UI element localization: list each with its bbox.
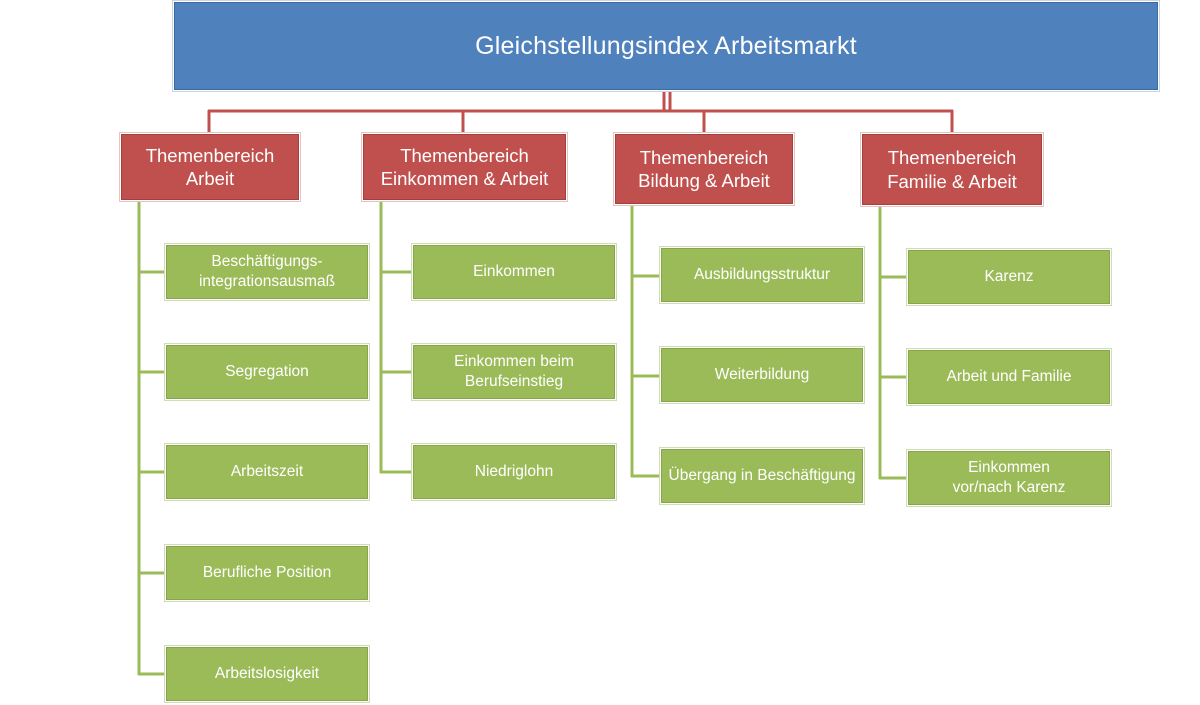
- item-berufliche-position: Berufliche Position: [164, 544, 370, 602]
- item-arbeitszeit: Arbeitszeit: [164, 443, 370, 501]
- root-node: Gleichstellungsindex Arbeitsmarkt: [172, 0, 1160, 92]
- item-segregation: Segregation: [164, 343, 370, 401]
- item-arbeit-und-familie: Arbeit und Familie: [906, 348, 1112, 406]
- item-einkommen: Einkommen: [411, 243, 617, 301]
- item-niedriglohn: Niedriglohn: [411, 443, 617, 501]
- item-ausbildungsstruktur: Ausbildungsstruktur: [659, 246, 865, 304]
- item-einkommen-berufseinstieg: Einkommen beim Berufseinstieg: [411, 343, 617, 401]
- item-weiterbildung: Weiterbildung: [659, 346, 865, 404]
- category-bildung-arbeit: Themenbereich Bildung & Arbeit: [613, 132, 795, 206]
- item-karenz: Karenz: [906, 248, 1112, 306]
- category-familie-arbeit: Themenbereich Familie & Arbeit: [860, 132, 1044, 207]
- category-einkommen-arbeit: Themenbereich Einkommen & Arbeit: [361, 132, 568, 202]
- item-einkommen-vor-nach-karenz: Einkommen vor/nach Karenz: [906, 449, 1112, 507]
- item-beschaeftigungsintegrationsausmass: Beschäftigungs- integrationsausmaß: [164, 243, 370, 301]
- branch-connectors: [137, 201, 906, 676]
- item-uebergang-beschaeftigung: Übergang in Beschäftigung: [659, 447, 865, 505]
- root-connectors: [207, 91, 954, 133]
- category-arbeit: Themenbereich Arbeit: [119, 132, 301, 202]
- item-arbeitslosigkeit: Arbeitslosigkeit: [164, 645, 370, 703]
